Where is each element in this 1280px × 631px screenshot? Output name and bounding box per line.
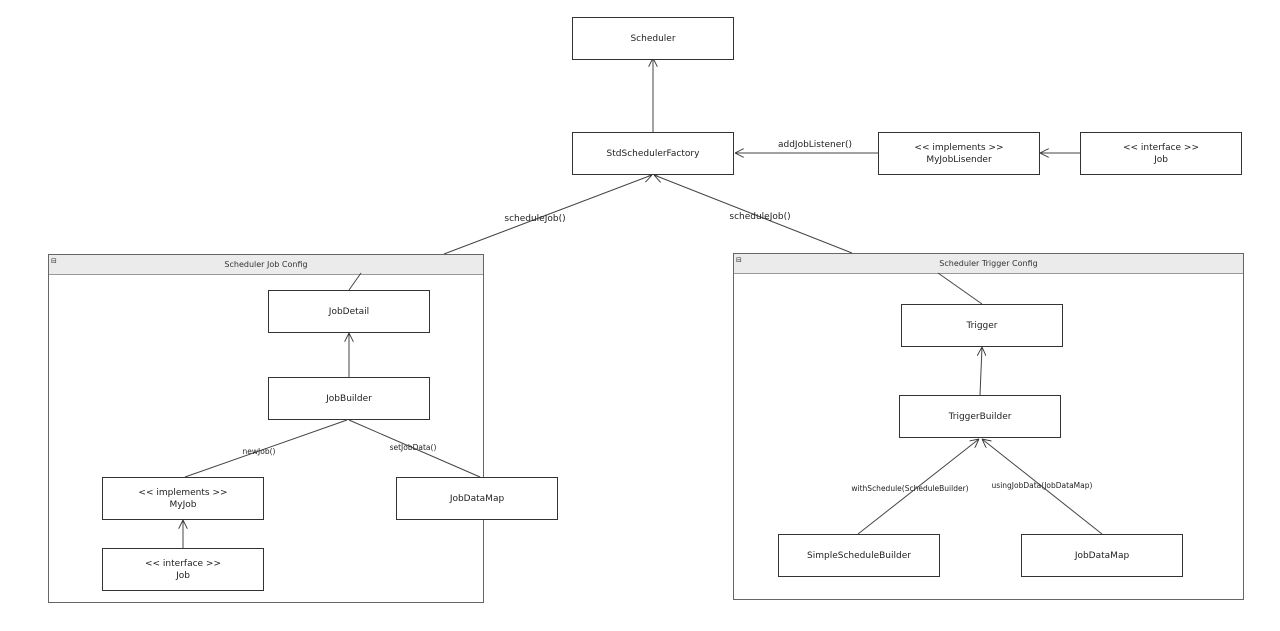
edge-simpleschedule-triggerbuilder [857,439,979,535]
label-set-job-data: setJobData() [390,443,437,452]
node-label: MyJobLisender [926,154,992,165]
node-job-interface-top[interactable]: << interface >> Job [1080,132,1242,175]
edge-pkg-jobdetail [348,272,362,291]
node-stereotype: << interface >> [1122,142,1200,153]
collapse-icon[interactable]: ⊟ [736,256,742,264]
node-simple-schedule-builder[interactable]: SimpleScheduleBuilder [778,534,940,577]
package-title: Scheduler Job Config [224,260,308,269]
package-header: ⊟ Scheduler Job Config [49,255,483,275]
node-stereotype: << implements >> [138,487,228,498]
node-label: MyJob [169,499,197,510]
label-add-job-listener: addJobListener() [778,140,852,150]
node-scheduler[interactable]: Scheduler [572,17,734,60]
edge-triggerconfig-factory [654,175,853,254]
edge-pkg-trigger [937,272,983,305]
node-label: JobDataMap [449,493,505,504]
node-job-data-map-right[interactable]: JobDataMap [1021,534,1183,577]
edge-triggerbuilder-trigger [980,347,982,396]
node-trigger-builder[interactable]: TriggerBuilder [899,395,1061,438]
edge-jobconfig-factory [443,175,652,255]
node-job-interface-left[interactable]: << interface >> Job [102,548,264,591]
edge-setjobdata [348,419,481,478]
node-label: Job [1154,154,1168,165]
node-job-data-map-left[interactable]: JobDataMap [396,477,558,520]
label-new-job: newJob() [243,447,276,456]
node-label: JobDetail [328,306,370,317]
node-label: Scheduler [630,33,676,44]
package-title: Scheduler Trigger Config [939,259,1038,268]
node-label: JobDataMap [1074,550,1130,561]
label-schedule-job-left: scheduleJob() [504,214,565,224]
package-header: ⊟ Scheduler Trigger Config [734,254,1243,274]
node-label: SimpleScheduleBuilder [807,550,911,561]
collapse-icon[interactable]: ⊟ [51,257,57,265]
node-label: TriggerBuilder [948,411,1012,422]
label-using-job-data: usingJobData(JobDataMap) [992,481,1093,490]
label-with-schedule: withSchedule(ScheduleBuilder) [851,484,968,493]
node-my-job[interactable]: << implements >> MyJob [102,477,264,520]
node-stereotype: << interface >> [144,558,222,569]
node-job-detail[interactable]: JobDetail [268,290,430,333]
node-label: JobBuilder [326,393,372,404]
edge-newjob [184,419,348,478]
node-std-scheduler-factory[interactable]: StdSchedulerFactory [572,132,734,175]
node-job-builder[interactable]: JobBuilder [268,377,430,420]
node-trigger[interactable]: Trigger [901,304,1063,347]
node-label: StdSchedulerFactory [606,148,700,159]
node-stereotype: << implements >> [914,142,1004,153]
label-schedule-job-right: scheduleJob() [729,212,790,222]
edge-jobdatamap-triggerbuilder [982,439,1103,535]
node-my-job-listener[interactable]: << implements >> MyJobLisender [878,132,1040,175]
node-label: Job [176,570,190,581]
node-label: Trigger [966,320,998,331]
